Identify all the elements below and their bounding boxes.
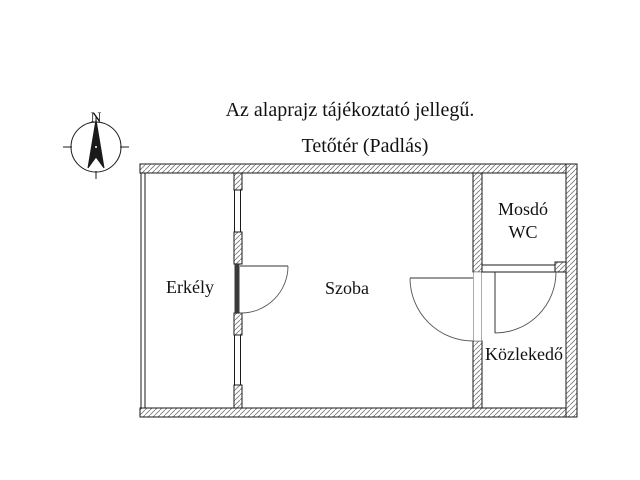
north-arrow-icon bbox=[87, 119, 105, 169]
label-mosdo: Mosdó bbox=[498, 199, 548, 219]
balcony-door-leaf-closed bbox=[234, 264, 240, 313]
wall-east bbox=[565, 163, 578, 418]
wall-mosdo-south-stub bbox=[554, 261, 567, 273]
label-wc: WC bbox=[509, 222, 538, 242]
wall-erkely-szoba-seg4 bbox=[233, 384, 243, 409]
disclaimer-title: Az alaprajz tájékoztató jellegű. bbox=[225, 99, 475, 121]
wall-erkely-szoba-seg1 bbox=[233, 172, 243, 191]
compass-rose bbox=[63, 116, 129, 179]
szoba-door-opening bbox=[473, 271, 482, 342]
wall-erkely-szoba-seg2 bbox=[233, 231, 243, 265]
window-erkely-upper bbox=[234, 189, 241, 233]
mosdo-door-swing-arc bbox=[494, 271, 557, 334]
compass-north-letter: N bbox=[91, 110, 102, 126]
floor-title: Tetőtér (Padlás) bbox=[301, 135, 429, 157]
szoba-door-swing-arc bbox=[409, 277, 474, 342]
wall-erkely-szoba-seg3 bbox=[233, 312, 243, 336]
wall-south bbox=[139, 407, 578, 418]
compass-center-dot bbox=[95, 146, 97, 148]
label-erkely: Erkély bbox=[166, 277, 214, 297]
window-erkely-lower bbox=[234, 334, 241, 386]
balcony-door-swing-arc bbox=[239, 265, 289, 314]
label-szoba: Szoba bbox=[325, 278, 369, 298]
wall-mosdo-south bbox=[481, 264, 556, 273]
wall-szoba-east-seg1 bbox=[472, 172, 483, 273]
wall-balcony-west bbox=[140, 172, 146, 409]
label-kozlekedo: Közlekedő bbox=[485, 344, 563, 364]
wall-szoba-east-seg2 bbox=[472, 340, 483, 409]
wall-north bbox=[139, 163, 578, 174]
